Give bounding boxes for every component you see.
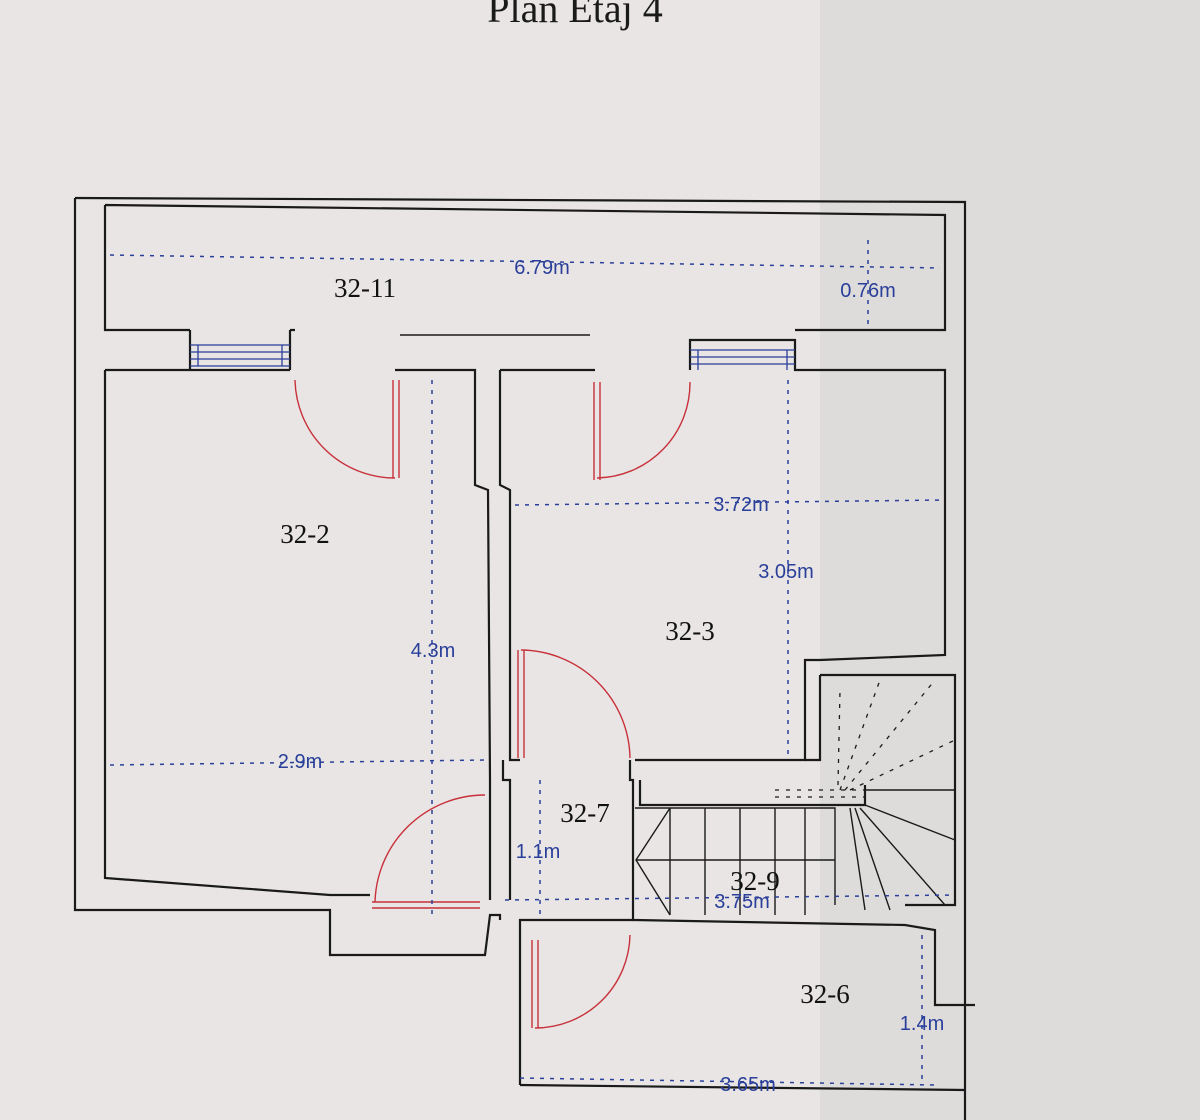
dim-32-7-length: 1.1m (516, 841, 560, 863)
window-left (190, 344, 290, 367)
dim-balcony-length: 6.79m (514, 257, 570, 279)
walls (73, 196, 975, 1120)
door-32-2-hall (372, 794, 486, 909)
room-label-32-9: 32-9 (730, 866, 780, 896)
room-label-32-3: 32-3 (665, 616, 715, 646)
door-32-6 (531, 934, 631, 1029)
window-right (690, 349, 795, 370)
room-label-32-6: 32-6 (800, 979, 850, 1009)
dim-32-2-length: 4.3m (411, 640, 455, 662)
staircase (635, 679, 956, 916)
plan-title: Plan Etaj 4 (487, 0, 663, 31)
door-32-3 (593, 381, 691, 480)
doors (294, 379, 691, 1029)
paper-fold-shade (820, 0, 1200, 1120)
dim-32-3-width: 3.72m (713, 494, 769, 516)
dim-32-6-depth: 1.4m (900, 1013, 944, 1035)
dim-32-9-length: 3.75m (714, 891, 770, 913)
room-label-32-7: 32-7 (560, 798, 610, 828)
door-32-2 (294, 379, 400, 479)
dim-balcony-depth: 0.76m (840, 280, 896, 302)
dimension-lines (109, 240, 956, 1086)
dim-32-2-width: 2.9m (278, 751, 322, 773)
room-label-32-2: 32-2 (280, 519, 330, 549)
dim-32-3-length: 3.05m (758, 561, 814, 583)
dim-32-6-width: 3.65m (720, 1074, 776, 1096)
door-32-3-hall (517, 649, 631, 759)
room-label-32-11: 32-11 (334, 273, 396, 303)
